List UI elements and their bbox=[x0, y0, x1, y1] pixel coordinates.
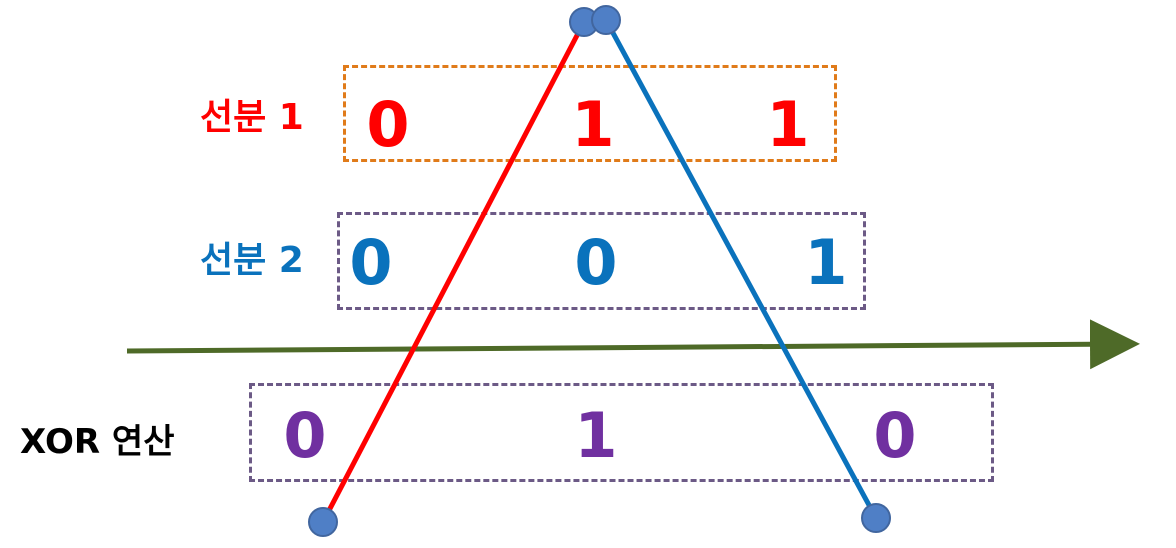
segment1-bit-1: 1 bbox=[571, 88, 615, 161]
segment1-bottom-endpoint bbox=[308, 507, 338, 537]
segment1-bit-2: 1 bbox=[766, 88, 810, 161]
segment2-bit-2: 1 bbox=[804, 226, 848, 299]
xor-label: XOR 연산 bbox=[20, 422, 175, 462]
segment1-bits-box bbox=[343, 65, 837, 162]
segment2-line bbox=[603, 18, 879, 520]
horizontal-axis-arrow bbox=[126, 319, 1140, 370]
segment2-bit-0: 0 bbox=[349, 226, 393, 299]
segment2-label: 선분 2 bbox=[200, 240, 304, 281]
segment2-bit-1: 0 bbox=[574, 226, 618, 299]
xor-bit-2: 0 bbox=[873, 399, 917, 472]
segment1-line bbox=[320, 20, 587, 524]
xor-bits-box bbox=[249, 383, 994, 482]
segment2-bottom-endpoint bbox=[861, 503, 891, 533]
segment2-bits-box bbox=[337, 212, 866, 310]
xor-bit-0: 0 bbox=[283, 399, 327, 472]
segment1-bit-0: 0 bbox=[366, 88, 410, 161]
segment2-top-endpoint bbox=[591, 5, 621, 35]
xor-bit-1: 1 bbox=[574, 399, 618, 472]
segment1-label: 선분 1 bbox=[200, 97, 304, 138]
